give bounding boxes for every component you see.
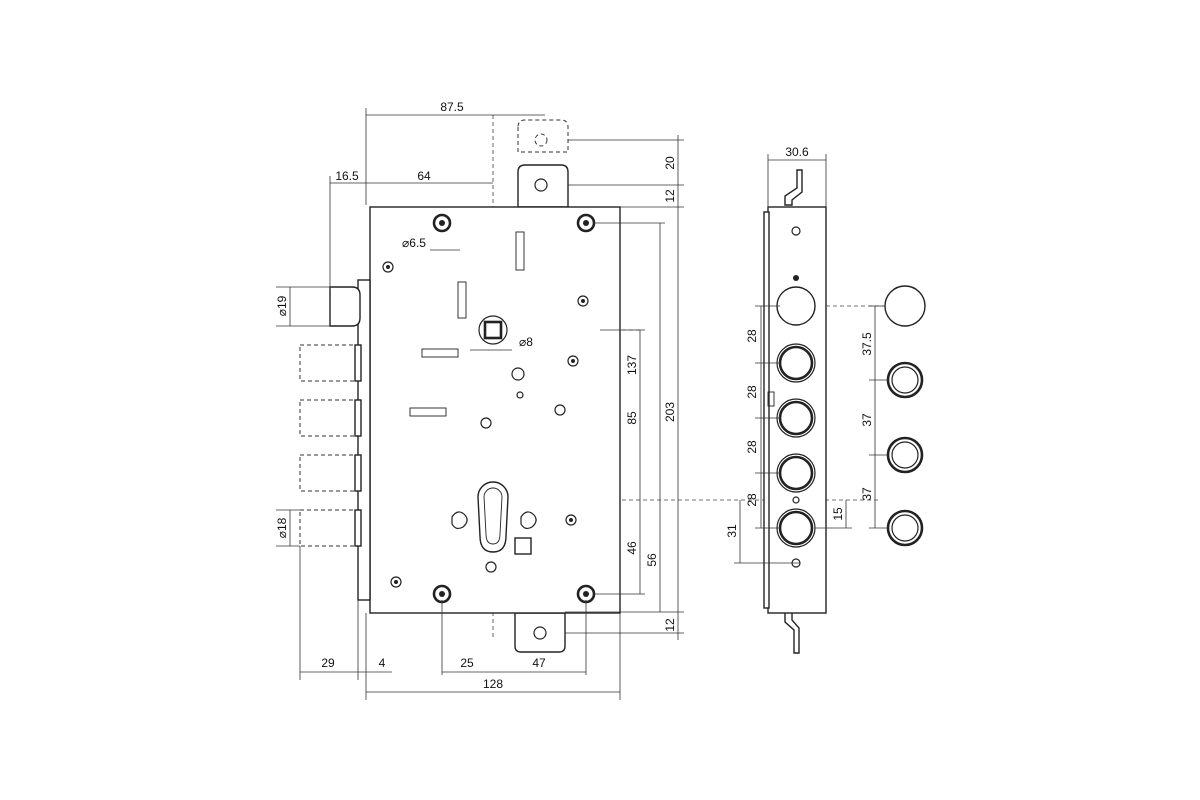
side-hole-center (792, 496, 800, 504)
deadbolt-2-ghost (299, 399, 359, 437)
detail-bolt-3-inner (891, 514, 919, 542)
euro-cylinder-inner (483, 487, 503, 545)
deadbolt-3 (354, 454, 362, 492)
side-body (767, 206, 827, 614)
dim-28-b: 28 (745, 385, 759, 399)
fixing-hole-top-right-center (583, 220, 589, 226)
deadbolt-1 (354, 344, 362, 382)
small-hole (516, 391, 524, 399)
top-bracket-hole (534, 178, 548, 192)
front-dimensions: 87.5 16.5 64 20 12 ⌀6.5 ⌀19 ⌀8 137 85 46 (275, 100, 684, 700)
dim-square-8: ⌀8 (519, 335, 533, 349)
euro-cylinder-cutout (477, 481, 509, 553)
side-screw (793, 275, 799, 281)
detail-bolt-2 (886, 436, 924, 474)
detail-latch (884, 285, 926, 327)
front-view (299, 115, 880, 653)
side-bolt-1 (778, 345, 814, 381)
side-bolt-2 (778, 400, 814, 436)
dim-37-b: 37 (860, 487, 874, 501)
dim-20: 20 (663, 156, 677, 170)
small-hole (511, 367, 525, 381)
square-follower-hole (483, 320, 503, 340)
small-hole (485, 561, 497, 573)
side-notch (767, 391, 775, 407)
dim-64: 64 (417, 169, 431, 183)
deadbolt-2 (354, 399, 362, 437)
dim-30-6: 30.6 (785, 145, 809, 159)
dim-12-top: 12 (663, 189, 677, 203)
dim-4: 4 (379, 656, 386, 670)
side-latch (776, 286, 816, 326)
dim-85: 85 (625, 411, 639, 425)
small-hole (554, 404, 566, 416)
detail-bolt-2-inner (891, 441, 919, 469)
rivet-center (569, 518, 573, 522)
cam-slot-left (451, 511, 468, 530)
dim-15: 15 (831, 507, 845, 521)
switch-block (514, 537, 532, 555)
fixing-hole-top-left-center (439, 220, 445, 226)
detail-bolt-1-inner (891, 366, 919, 394)
side-top-bracket (784, 169, 803, 206)
small-hole (480, 417, 492, 429)
fixing-hole-bottom-left-center (439, 591, 445, 597)
horizontal-slot-lower (409, 407, 447, 417)
deadbolt-3-ghost (299, 454, 359, 492)
rivet-center (386, 265, 390, 269)
rivet-center (394, 580, 398, 584)
fixing-hole-bottom-right-center (583, 591, 589, 597)
deadbolt-4 (354, 509, 362, 547)
side-faceplate (763, 211, 770, 609)
dim-28-c: 28 (745, 440, 759, 454)
dim-28-d: 28 (745, 493, 759, 507)
detail-bolt-1 (886, 361, 924, 399)
side-bolt-4 (778, 510, 814, 546)
rivet-center (571, 359, 575, 363)
top-bracket-ghost (517, 119, 569, 153)
bottom-bracket-hole (533, 626, 547, 640)
dim-203: 203 (663, 402, 677, 422)
dim-25: 25 (460, 656, 474, 670)
dim-phi-19: ⌀19 (275, 295, 289, 316)
dim-137: 137 (625, 355, 639, 375)
side-view: 30.6 28 28 28 28 31 15 (725, 145, 852, 654)
side-bolt-3 (778, 455, 814, 491)
top-bracket-ghost-hole (534, 133, 548, 147)
vertical-slot-upper (515, 231, 525, 271)
side-hole-top (791, 226, 801, 236)
deadbolt-1-ghost (299, 344, 359, 382)
detail-bolt-3 (886, 509, 924, 547)
side-bottom-bracket (784, 611, 800, 654)
dim-46: 46 (625, 541, 639, 555)
dim-128: 128 (483, 677, 503, 691)
dim-phi-18: ⌀18 (275, 517, 289, 538)
bolt-detail: 37.5 37 37 (826, 285, 926, 547)
dim-47: 47 (532, 656, 546, 670)
deadbolt-4-ghost (299, 509, 359, 547)
dim-37-5: 37.5 (860, 332, 874, 356)
dim-37-a: 37 (860, 413, 874, 427)
latch-bolt (329, 286, 361, 327)
cam-slot-right (520, 511, 537, 530)
vertical-slot-middle (457, 281, 467, 319)
dim-29: 29 (321, 656, 335, 670)
dim-28-a: 28 (745, 329, 759, 343)
dim-12-bottom: 12 (663, 618, 677, 632)
dim-87-5: 87.5 (440, 100, 464, 114)
rivet-center (581, 299, 585, 303)
dim-31: 31 (725, 524, 739, 538)
horizontal-slot-upper (421, 348, 459, 358)
dim-16-5: 16.5 (335, 169, 359, 183)
dim-56: 56 (645, 553, 659, 567)
follower-hub (478, 315, 508, 345)
forend-edge (357, 279, 371, 601)
dim-phi-6-5: ⌀6.5 (402, 236, 426, 250)
